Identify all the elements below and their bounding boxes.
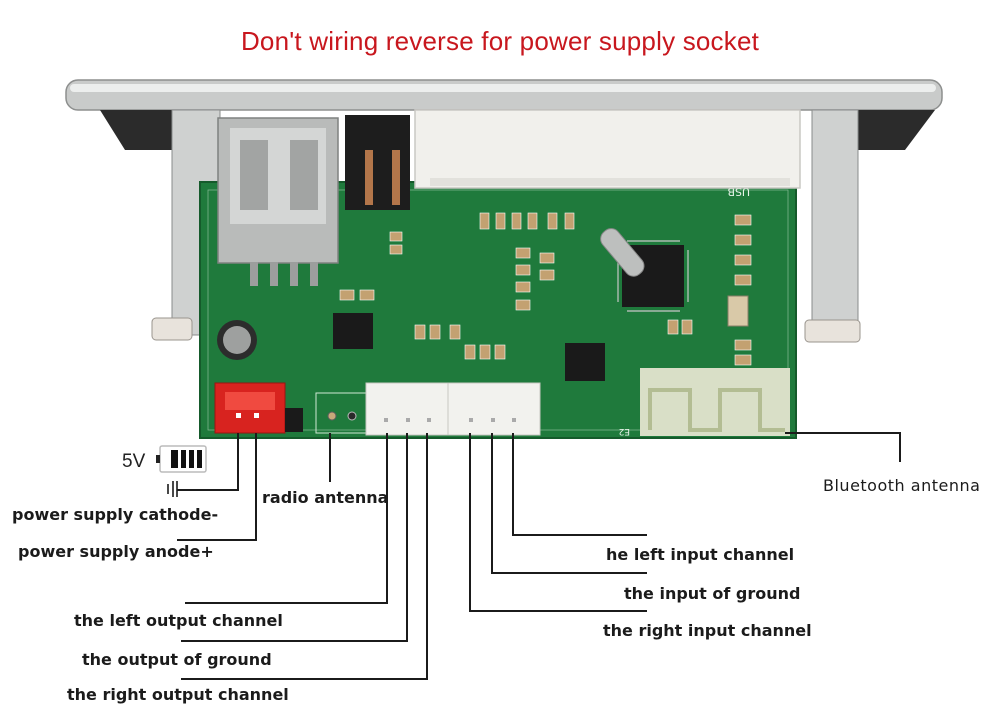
label-input-ground: the input of ground [624, 584, 801, 603]
voltage-label: 5V [122, 451, 146, 472]
pin-header [345, 115, 410, 210]
label-radio-antenna: radio antenna [262, 488, 389, 507]
power-socket [214, 382, 303, 434]
line-anode [177, 433, 257, 541]
line-left-input [512, 433, 647, 536]
card-slot [414, 109, 801, 189]
smd-components [339, 212, 752, 366]
label-power-anode: power supply anode+ [18, 542, 214, 561]
label-left-input: he left input channel [606, 545, 795, 564]
main-chip [600, 228, 689, 312]
ground-symbol-icon [167, 481, 178, 497]
output-connector [365, 382, 449, 436]
amplifier-chip [333, 313, 373, 349]
line-left-output [185, 433, 388, 604]
label-power-cathode: power supply cathode- [12, 505, 219, 524]
line-bluetooth [785, 432, 901, 462]
e2-marking: E2 [619, 426, 630, 436]
line-output-ground [181, 433, 408, 642]
leader-lines [177, 432, 901, 680]
battery-icon [156, 445, 207, 473]
line-right-output [181, 433, 428, 680]
input-connector [447, 382, 541, 436]
label-right-output: the right output channel [67, 685, 289, 704]
label-bluetooth-antenna: Bluetooth antenna [823, 476, 981, 495]
label-left-output: the left output channel [74, 611, 283, 630]
warning-title: Don't wiring reverse for power supply so… [240, 26, 760, 56]
line-right-input [469, 433, 647, 612]
line-cathode [177, 433, 239, 491]
label-output-ground: the output of ground [82, 650, 272, 669]
crystal [727, 295, 749, 327]
line-input-ground [491, 433, 647, 574]
bluetooth-antenna-trace [640, 368, 790, 436]
flash-chip [565, 343, 605, 381]
usb-port [217, 117, 339, 286]
label-right-input: the right input channel [603, 621, 812, 640]
radio-antenna-pad [327, 411, 337, 421]
